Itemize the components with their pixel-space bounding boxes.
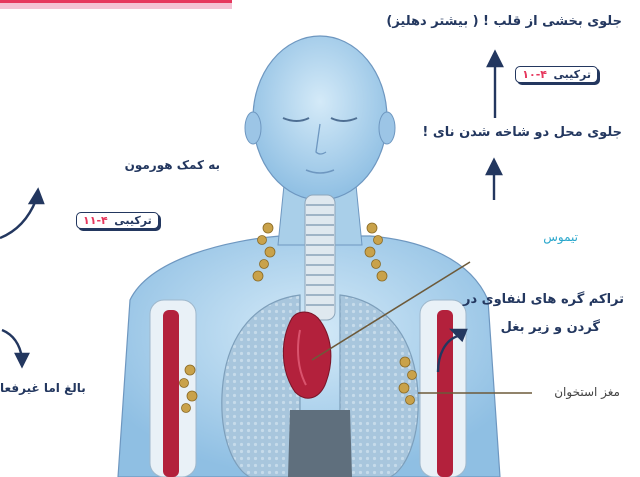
lymph-nodes-label-line2: گردن و زیر بغل [501, 320, 600, 335]
heart-front-label: جلوی بخشی از قلب ! ( بیشتر دهلیز) [386, 14, 622, 29]
adult-inactive-label: بالغ اما غیرفعا [0, 381, 118, 395]
badge-left: ترکیبی ۴-۱۱ [76, 212, 159, 229]
badge-top-num: ۴-۱۰ [522, 68, 547, 81]
bone-marrow-label: مغز استخوان [540, 385, 620, 399]
trachea [305, 195, 335, 320]
hormone-label: به کمک هورمون [110, 158, 220, 172]
badge-left-num: ۴-۱۱ [83, 214, 108, 227]
bifurcation-front-label: جلوی محل دو شاخه شدن نای ! [422, 125, 622, 140]
lymph-nodes-label-line1: تراکم گره های لنفاوی در [463, 292, 624, 307]
badge-left-word: ترکیبی [114, 214, 151, 227]
badge-top-word: ترکیبی [554, 68, 591, 81]
header-banner [0, 0, 232, 9]
badge-top: ترکیبی ۴-۱۰ [515, 66, 598, 83]
thymus-label: تیموس [520, 230, 578, 244]
